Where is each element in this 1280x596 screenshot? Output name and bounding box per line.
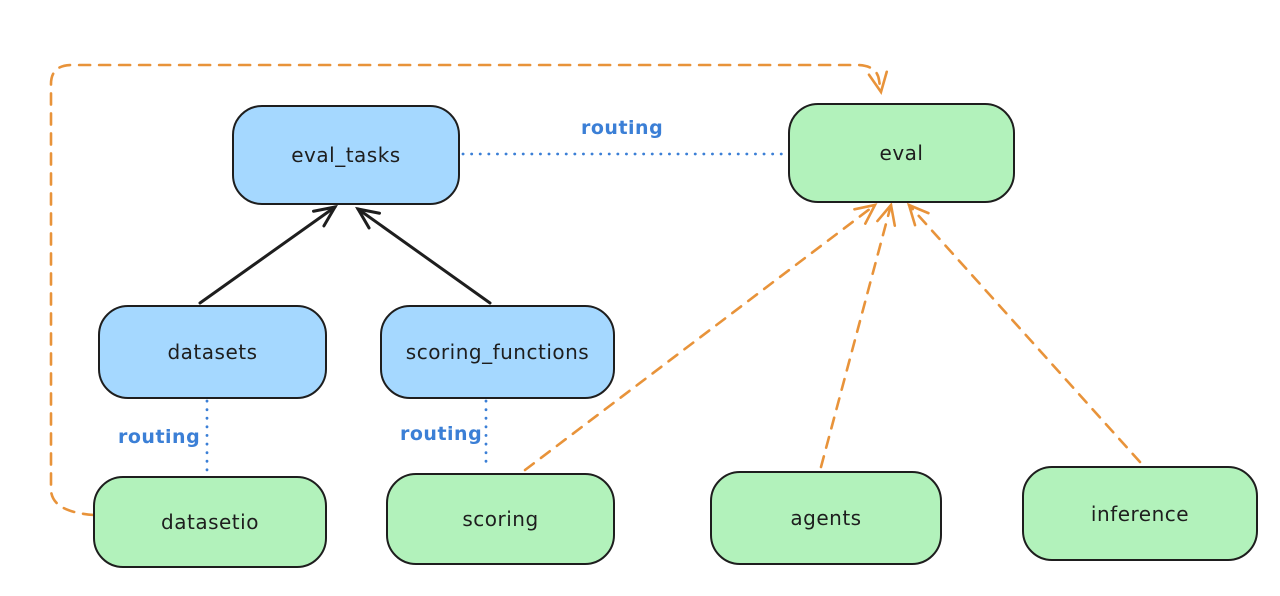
edge-label-routing-scoring: routing bbox=[400, 423, 483, 445]
edge-datasets-to-eval-tasks bbox=[198, 204, 338, 305]
node-eval-tasks-label: eval_tasks bbox=[291, 143, 401, 167]
edge-scoring-to-eval-dashed bbox=[523, 203, 878, 472]
node-agents-label: agents bbox=[790, 506, 862, 530]
node-inference: inference bbox=[1022, 466, 1258, 561]
node-scoring-label: scoring bbox=[462, 507, 539, 531]
node-datasets-label: datasets bbox=[167, 340, 258, 364]
node-eval-tasks: eval_tasks bbox=[232, 105, 460, 205]
edge-scoring-functions-to-eval-tasks bbox=[355, 206, 492, 305]
node-datasetio: datasetio bbox=[93, 476, 327, 568]
edge-label-routing-top: routing bbox=[581, 117, 664, 139]
node-datasetio-label: datasetio bbox=[161, 510, 259, 534]
edge-agents-to-eval-dashed bbox=[819, 202, 897, 469]
node-scoring: scoring bbox=[386, 473, 615, 565]
node-agents: agents bbox=[710, 471, 942, 565]
node-eval-label: eval bbox=[879, 141, 924, 165]
node-scoring-functions-label: scoring_functions bbox=[405, 340, 590, 364]
edge-inference-to-eval-dashed bbox=[906, 202, 1142, 464]
edge-label-routing-datasetio: routing bbox=[118, 426, 201, 448]
node-scoring-functions: scoring_functions bbox=[380, 305, 615, 399]
node-inference-label: inference bbox=[1090, 501, 1190, 526]
node-eval: eval bbox=[788, 103, 1015, 203]
node-datasets: datasets bbox=[98, 305, 327, 399]
